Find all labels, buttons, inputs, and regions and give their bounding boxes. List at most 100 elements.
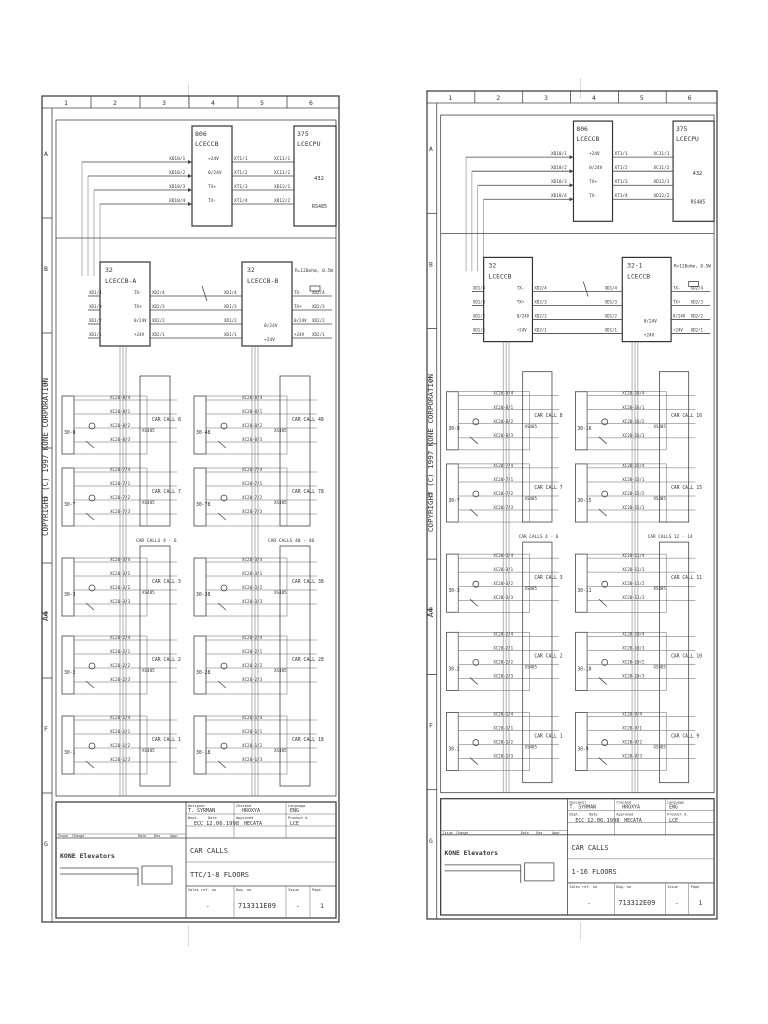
pin-label: XT1/2 — [614, 165, 628, 171]
drawing-number: 713312E09 — [618, 899, 655, 907]
pin-label: XC20-2/3 — [493, 673, 513, 678]
copyright-text: COPYRIGHT (C) 1997 KONE CORPORATION — [426, 374, 435, 532]
column-number: 6 — [309, 99, 313, 107]
pin-label: XD2/3 — [312, 304, 325, 309]
fold-mark — [188, 84, 189, 104]
led-symbol — [472, 490, 480, 498]
field-header: Checked — [616, 801, 631, 805]
call-board — [522, 371, 553, 523]
pin-label: XC20-15/1 — [622, 477, 645, 482]
column-number: 1 — [448, 94, 452, 102]
pin-label: XC20-2/2 — [493, 659, 513, 664]
pin-label: XC20-9/1 — [622, 725, 642, 730]
call-label: CAR CALL 28 — [292, 657, 324, 663]
arrow — [569, 197, 574, 202]
port-label: RS485 — [691, 199, 706, 205]
row-letter: E — [429, 606, 433, 614]
pin-label: XC11/1 — [654, 151, 670, 157]
call-wiring — [458, 553, 530, 613]
led-symbol — [472, 580, 480, 588]
issue-value: - — [296, 903, 300, 910]
pin-label: XD1/4 — [89, 290, 102, 295]
pin-label: XC20-9/2 — [622, 740, 642, 745]
led-label: XS485 — [525, 586, 538, 591]
pin-label: XC20-11/2 — [622, 581, 645, 586]
port-label: 432 — [693, 171, 703, 177]
pin-label: XC20-3/2 — [493, 581, 513, 586]
call-label: CAR CALL 7 — [152, 489, 181, 495]
button-ref: 30-16 — [577, 426, 591, 432]
pin-label: XC20-9/3 — [622, 754, 642, 759]
rail-label: +24V — [644, 333, 655, 339]
pin-label: XD18/4 — [169, 198, 186, 204]
pin-label: XC20-3/1 — [242, 571, 263, 576]
pin-label: XC20-2/3 — [242, 677, 263, 682]
field-header: Sales ref. no — [188, 888, 216, 892]
pin-label: XC20-8/1 — [110, 409, 131, 414]
call-wiring — [205, 635, 288, 695]
car-call-calls_left-2: XC20-3/4XC20-3/1XC20-3/2XC20-3/330-3XS48… — [446, 553, 563, 613]
field-header: Issue — [58, 834, 68, 838]
pin-label: XC20-3/3 — [110, 599, 131, 604]
drawing-title: CAR CALLS — [190, 847, 228, 855]
button-ref: 30-78 — [196, 502, 211, 508]
sheet-frame — [41, 95, 340, 923]
arrow — [569, 169, 574, 174]
pin-label: XC20-7/3 — [110, 509, 131, 514]
pin-label: XC20-15/3 — [622, 505, 645, 510]
led-symbol — [601, 580, 609, 588]
drawing-subtitle: 1-16 FLOORS — [572, 868, 617, 876]
pin-label: XC20-15/2 — [622, 491, 645, 496]
drawing-title: CAR CALLS — [572, 844, 609, 852]
field-header: Designer — [188, 804, 206, 808]
column-number: 6 — [688, 94, 692, 102]
led-symbol — [220, 494, 228, 502]
row-letter: A — [44, 150, 48, 158]
arrow — [569, 155, 574, 160]
paper-format: A4 — [426, 607, 435, 617]
group-label: CAR CALLS 4 - 6 — [519, 534, 559, 540]
row-letter: B — [44, 265, 48, 273]
designer-value: T. SYRMAN — [188, 808, 215, 814]
page-value: 1 — [698, 899, 702, 907]
button-ref: 30-10 — [577, 666, 591, 672]
call-label: CAR CALL 18 — [292, 737, 324, 743]
button-ref: 30-15 — [577, 498, 591, 504]
rail-label: +24V — [264, 337, 275, 343]
pin-label: XC20-8/4 — [110, 395, 131, 400]
led-label: XS485 — [525, 424, 538, 429]
switch-symbol — [85, 512, 95, 521]
led-label: XS485 — [654, 424, 667, 429]
row-letter: C — [429, 376, 433, 384]
pin-label: XC20-16/3 — [622, 433, 645, 438]
switch-symbol — [598, 436, 607, 445]
call-label: CAR CALL 16 — [671, 413, 702, 419]
call-wiring — [458, 463, 530, 523]
button-ref: 30-1 — [448, 747, 459, 753]
call-frame — [575, 463, 588, 523]
pin-label: XC20-16/4 — [622, 391, 645, 396]
button-ref: 30-2 — [448, 666, 459, 672]
pin-label: XC20-1/2 — [110, 743, 131, 748]
pin-label: XC20-3/4 — [242, 557, 263, 562]
car-call-calls_right-2: XC20-11/4XC20-11/1XC20-11/2XC20-11/330-1… — [575, 553, 702, 613]
pin-label: XC20-8/1 — [242, 409, 263, 414]
pin-label: XC20-8/2 — [110, 423, 131, 428]
pin-label: XD2/2 — [152, 318, 165, 323]
language-value: ENG — [669, 805, 678, 811]
signal-label: TX+ — [517, 299, 525, 304]
led-symbol — [601, 739, 609, 746]
column-number: 3 — [162, 99, 166, 107]
car-call-calls_left-3: XC20-2/4XC20-2/1XC20-2/2XC20-2/330-2XS48… — [61, 635, 181, 695]
field-header: Date — [589, 813, 597, 817]
call-wiring — [205, 467, 288, 527]
pin-label: XC20-3/2 — [110, 585, 131, 590]
fold-mark — [580, 78, 581, 98]
pin-label: XD1/2 — [224, 318, 237, 323]
button-ref: 30-7 — [448, 498, 459, 504]
pin-label: XC11/2 — [274, 170, 291, 176]
board-name: LCECCB — [489, 272, 512, 280]
field-header: Des — [154, 834, 160, 838]
pin-label: XD2/1 — [534, 328, 547, 333]
